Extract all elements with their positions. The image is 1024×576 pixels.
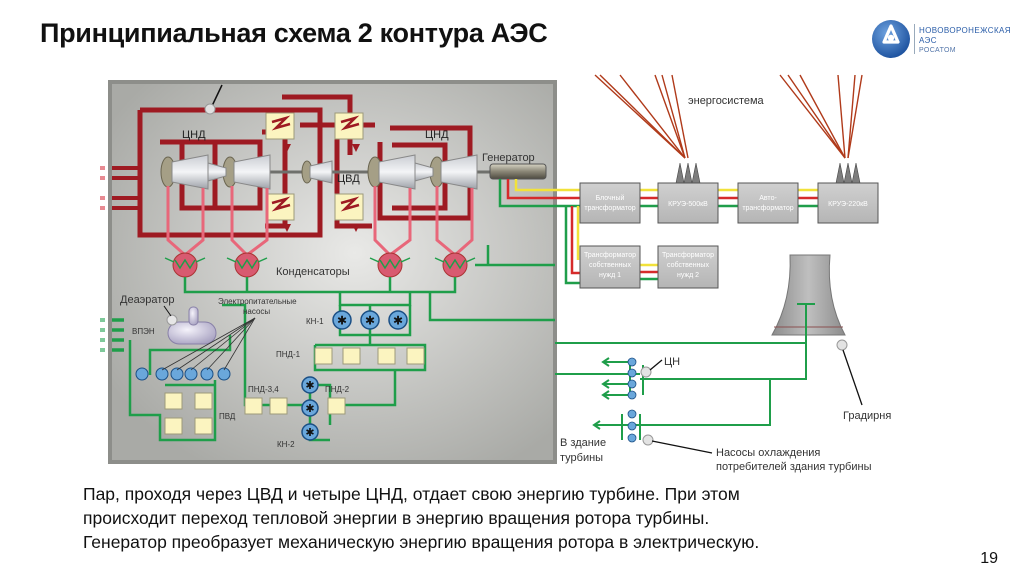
caption-paragraph: Пар, проходя через ЦВД и четыре ЦНД, отд… bbox=[83, 482, 953, 554]
svg-text:✱: ✱ bbox=[305, 380, 314, 392]
feedwater-lines bbox=[128, 245, 555, 442]
label-to-turbine-building-1: В здание bbox=[560, 437, 606, 449]
low-pressure-cylinders bbox=[160, 154, 478, 190]
svg-text:✱: ✱ bbox=[305, 403, 314, 415]
water-inlet-stubs bbox=[112, 318, 124, 352]
label-cooling-tower: Градирня bbox=[843, 410, 891, 422]
condensate-pumps-kn1: ✱ ✱ ✱ bbox=[332, 310, 408, 330]
feed-pump-leader-lines bbox=[161, 317, 256, 371]
label-feed-pumps-2: насосы bbox=[243, 307, 270, 316]
autotransformer: Авто- трансформатор bbox=[737, 182, 799, 224]
label-energosystem: энергосистема bbox=[688, 95, 765, 107]
aux-transformer-2: Трансформатор собственных нужд 2 bbox=[657, 245, 719, 289]
steam-inlet-stubs bbox=[112, 166, 140, 210]
hp-heaters bbox=[164, 392, 213, 435]
lp-heaters bbox=[244, 347, 425, 415]
label-pnd1: ПНД-1 bbox=[276, 350, 301, 359]
circulation-pumps bbox=[627, 357, 637, 443]
water-stub-dots bbox=[100, 318, 105, 352]
kru-500kv: КРУЭ-500кВ bbox=[657, 182, 719, 224]
condensate-pumps-kn2: ✱ ✱ ✱ bbox=[301, 376, 319, 441]
svg-text:✱: ✱ bbox=[393, 314, 403, 328]
valve-ball bbox=[204, 103, 216, 115]
lpc-3 bbox=[367, 154, 416, 190]
high-pressure-cylinder bbox=[301, 160, 333, 184]
label-feed-pumps-1: Электропитательные bbox=[218, 297, 297, 306]
label-deaerator: Деаэратор bbox=[120, 294, 174, 306]
feed-pumps bbox=[135, 367, 231, 381]
label-to-turbine-building-2: турбины bbox=[560, 452, 603, 464]
aux-transformer-1: Трансформатор собственных нужд 1 bbox=[579, 245, 641, 289]
label-cn: ЦН bbox=[664, 356, 680, 368]
autotransformer-label-1: Авто- bbox=[759, 195, 777, 202]
generator bbox=[489, 163, 547, 180]
leader-line bbox=[211, 84, 223, 107]
cn-leader bbox=[649, 359, 663, 371]
caption-line-2: происходит переход тепловой энергии в эн… bbox=[83, 508, 710, 528]
block-transformer-label-2: трансформатор bbox=[584, 205, 635, 212]
lpc-4 bbox=[429, 154, 478, 190]
svg-text:✱: ✱ bbox=[365, 314, 375, 328]
label-pvd: ПВД bbox=[219, 412, 236, 421]
cooling-pumps-leader bbox=[651, 440, 713, 454]
lpc-1 bbox=[160, 154, 209, 190]
cooling-tower-leader bbox=[842, 349, 863, 406]
condensate-lines bbox=[166, 186, 474, 257]
label-condensers: Конденсаторы bbox=[276, 266, 350, 278]
label-cooling-pumps-2: потребителей здания турбины bbox=[716, 461, 872, 473]
label-generator: Генератор bbox=[482, 152, 535, 164]
label-hpc: ЦВД bbox=[337, 173, 360, 185]
transmission-pylons bbox=[675, 162, 861, 184]
block-transformer-label-1: Блочный bbox=[596, 194, 625, 202]
label-cooling-pumps-1: Насосы охлаждения bbox=[716, 447, 820, 459]
caption-line-1: Пар, проходя через ЦВД и четыре ЦНД, отд… bbox=[83, 484, 740, 504]
label-kn2: КН-2 bbox=[277, 440, 295, 449]
block-transformer: Блочный трансформатор bbox=[579, 182, 641, 224]
cooling-pumps-marker-ball bbox=[642, 434, 654, 446]
circulation-water-lines bbox=[555, 303, 815, 440]
logo-separator bbox=[914, 24, 915, 54]
label-pnd34: ПНД-3,4 bbox=[248, 385, 279, 394]
interbox-phase-lines bbox=[640, 188, 818, 281]
company-logo: НОВОВОРОНЕЖСКАЯ АЭС РОСАТОМ bbox=[870, 18, 1020, 62]
generator-phase-lines bbox=[498, 179, 580, 285]
aux2-label-2: собственных bbox=[667, 261, 709, 269]
condenser-3 bbox=[369, 252, 411, 278]
inlet-stub-dots bbox=[100, 166, 105, 210]
aux1-label-1: Трансформатор bbox=[584, 252, 636, 259]
cooling-tower bbox=[771, 254, 848, 351]
condenser-2 bbox=[226, 252, 268, 278]
svg-text:✱: ✱ bbox=[337, 314, 347, 328]
aux2-label-3: нужд 2 bbox=[677, 272, 699, 279]
page-title: Принципиальная схема 2 контура АЭС bbox=[40, 18, 548, 48]
label-kn1: КН-1 bbox=[306, 317, 324, 326]
aux2-label-1: Трансформатор bbox=[662, 252, 714, 259]
autotransformer-label-2: трансформатор bbox=[742, 205, 793, 212]
caption-line-3: Генератор преобразует механическую энерг… bbox=[83, 532, 760, 552]
flow-arrows bbox=[592, 357, 610, 430]
label-lpc-right: ЦНД bbox=[425, 129, 449, 141]
label-vpen: ВПЭН bbox=[132, 327, 155, 336]
condenser-4 bbox=[434, 252, 476, 278]
logo-line3: РОСАТОМ bbox=[919, 47, 957, 54]
label-lpc-left: ЦНД bbox=[182, 129, 206, 141]
label-pnd2: ПНД-2 bbox=[325, 385, 350, 394]
lpc-2 bbox=[222, 154, 271, 190]
logo-line1: НОВОВОРОНЕЖСКАЯ bbox=[919, 26, 1011, 35]
deaerator bbox=[163, 305, 217, 345]
kru-500kv-label: КРУЭ-500кВ bbox=[668, 201, 708, 208]
kru-220kv: КРУЭ-220кВ bbox=[817, 182, 879, 224]
aux1-label-3: нужд 1 bbox=[599, 272, 621, 279]
kru-220kv-label: КРУЭ-220кВ bbox=[828, 201, 868, 208]
logo-line2: АЭС bbox=[919, 36, 937, 45]
rosatom-logo-icon bbox=[872, 20, 910, 58]
grid-power-lines bbox=[594, 74, 863, 159]
npp-secondary-circuit-diagram: ✱ ✱ ✱ ✱ ✱ ✱ bbox=[100, 74, 891, 473]
moisture-separator-reheaters bbox=[265, 112, 364, 232]
page-number: 19 bbox=[980, 550, 998, 567]
cn-marker-ball bbox=[640, 366, 652, 378]
svg-text:✱: ✱ bbox=[305, 427, 314, 439]
aux1-label-2: собственных bbox=[589, 261, 631, 269]
